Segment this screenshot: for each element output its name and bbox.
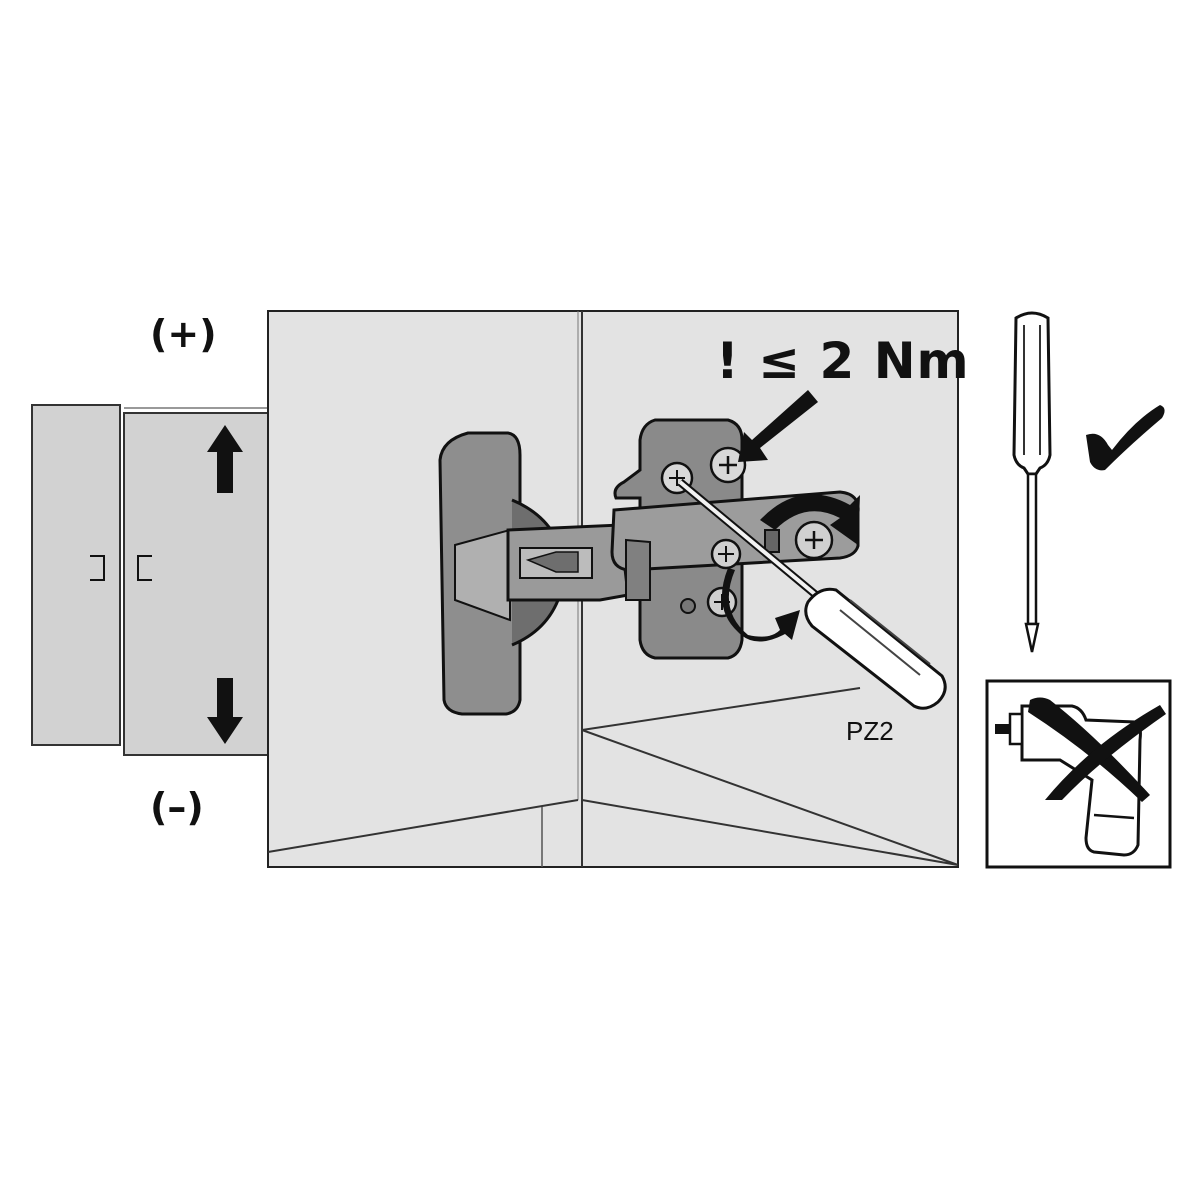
cross-out-icon	[1028, 697, 1166, 802]
checkmark-icon	[1086, 405, 1165, 471]
drill-forbidden-panel	[985, 679, 1172, 869]
rotate-arrow-lower-icon	[721, 568, 800, 642]
screwdriver-in-use	[677, 478, 947, 710]
screw-side-lower	[706, 586, 738, 618]
hinge-mark-left	[90, 555, 105, 581]
height-increase-label: (+)	[150, 312, 217, 356]
cabinet-shelf	[581, 687, 959, 866]
rotate-arrow-upper-icon	[760, 494, 860, 545]
arrow-up-icon	[207, 425, 243, 493]
cabinet-hinge-view	[267, 310, 959, 868]
torque-limit-label: ! ≤ 2 Nm	[716, 332, 970, 390]
left-door	[31, 404, 121, 746]
screw-side-upper	[710, 538, 742, 570]
bit-size-label: PZ2	[846, 716, 894, 746]
screwdriver-allowed-panel	[1012, 311, 1165, 653]
screwdriver-icon	[1012, 311, 1052, 653]
screw-top-right	[709, 446, 747, 484]
screw-depth	[794, 520, 834, 560]
arrow-down-icon	[207, 678, 243, 744]
height-decrease-label: (–)	[150, 785, 204, 829]
pointer-arrow-icon	[738, 390, 818, 462]
hinge-mark-right	[137, 555, 152, 581]
